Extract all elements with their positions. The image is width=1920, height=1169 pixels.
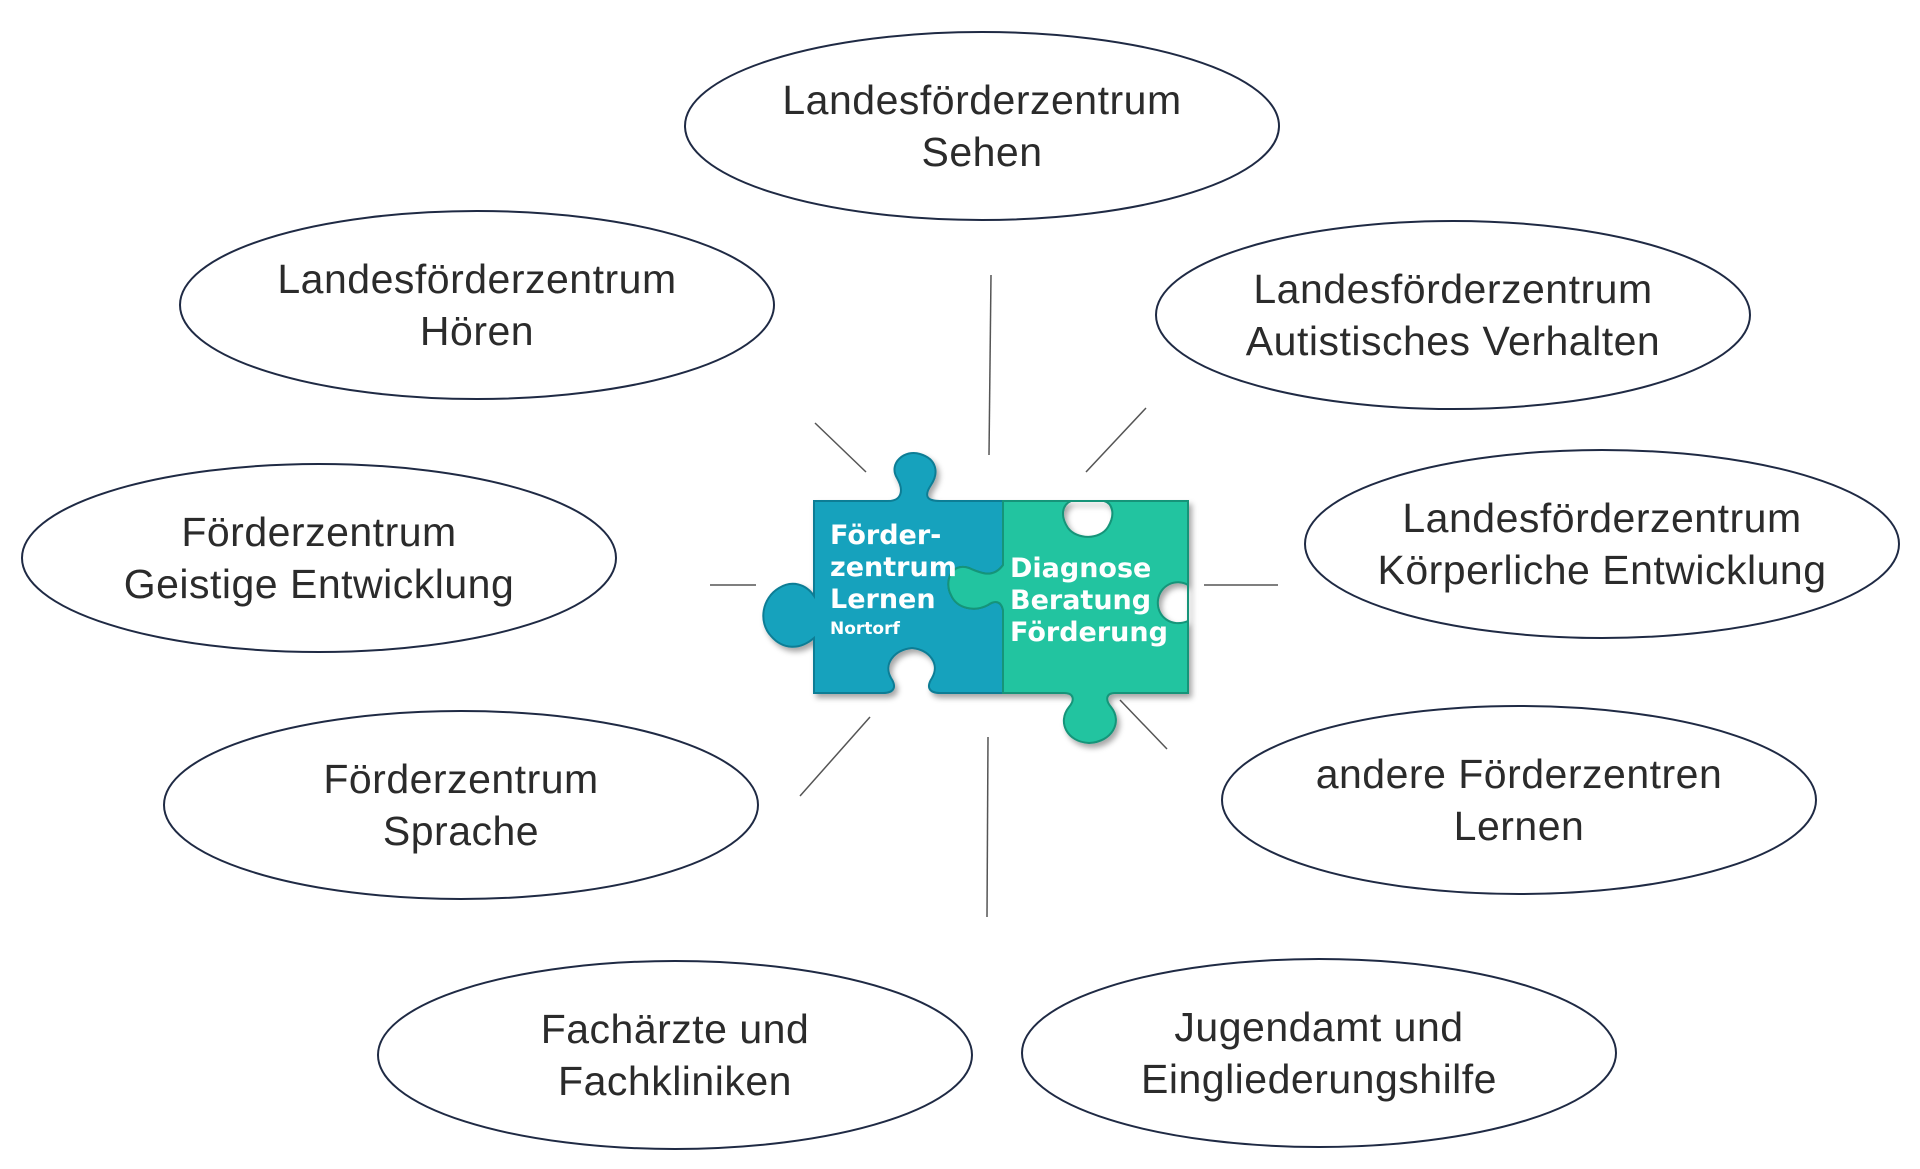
node-ellipse [377,960,973,1150]
node-label-line: Geistige Entwicklung [124,561,515,607]
puzzle-left-line: zentrum [830,552,957,583]
node-label-line: Landesförderzentrum [1253,266,1652,312]
node-ellipse [1304,449,1900,639]
center-puzzle [762,451,1189,745]
puzzle-right-line: Förderung [1010,617,1168,648]
node-label-line: Eingliederungshilfe [1141,1056,1497,1102]
partner-nodes: LandesförderzentrumSehenLandesförderzent… [21,31,1900,1150]
puzzle-left-line: Förder- [830,520,941,551]
node-label-line: Landesförderzentrum [782,77,1181,123]
node-label-line: Förderzentrum [323,756,598,802]
node-label-line: Lernen [1454,803,1585,849]
node-ellipse [684,31,1280,221]
connector-line [988,274,992,456]
node-ellipse [1221,705,1817,895]
connector-line [814,422,867,473]
node-label-line: Sehen [921,129,1042,175]
node-label-line: Autistisches Verhalten [1246,318,1660,364]
node-ellipse [1021,958,1617,1148]
node-ellipse [1155,220,1751,410]
puzzle-right-line: Beratung [1010,585,1151,616]
puzzle-left-subline: Nortorf [830,619,900,639]
node-label-line: Jugendamt und [1174,1004,1463,1050]
node-ellipse [163,710,759,900]
node-label-line: Landesförderzentrum [277,256,676,302]
node-label-line: Fachärzte und [541,1006,810,1052]
connector-line [1119,699,1168,750]
puzzle-piece-right [947,500,1189,745]
node-label-line: Landesförderzentrum [1402,495,1801,541]
node-label-line: Sprache [383,808,539,854]
node-label-line: andere Förderzentren [1316,751,1723,797]
connector-lines [710,274,1278,918]
node-label-line: Fachkliniken [558,1058,792,1104]
connector-line [986,736,989,918]
node-label-line: Körperliche Entwicklung [1377,547,1826,593]
puzzle-left-line: Lernen [830,584,936,615]
node-ellipse [21,463,617,653]
node-ellipse [179,210,775,400]
node-label-line: Hören [420,308,534,354]
connector-line [799,716,871,797]
node-label-line: Förderzentrum [181,509,456,555]
puzzle-right-line: Diagnose [1010,553,1151,584]
connector-line [1085,407,1147,473]
